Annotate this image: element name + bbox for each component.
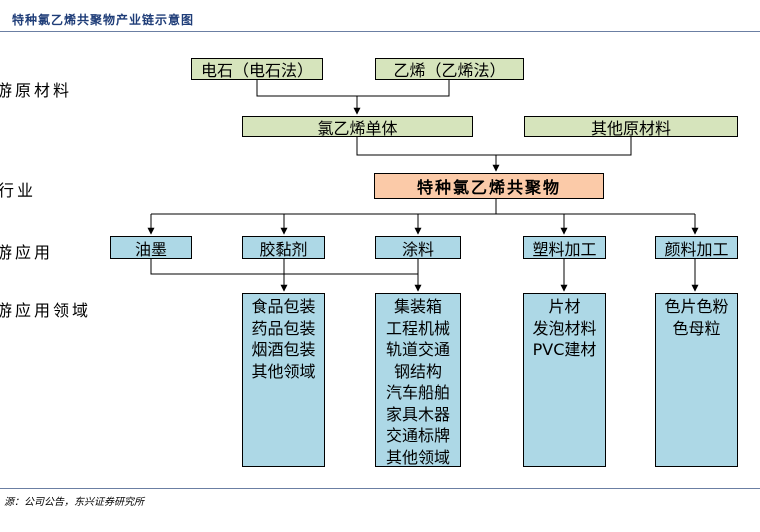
bottom-rule: [0, 488, 760, 489]
app-node-adhesive: 胶黏剂: [242, 236, 325, 259]
raw-node-other-materials: 其他原材料: [524, 116, 738, 138]
row-label-application: 游应用: [0, 243, 54, 262]
field-node-coating: 集装箱 工程机械 轨道交通 钢结构 汽车船舶 家具木器 交通标牌 其他领域: [375, 293, 461, 467]
raw-node-ethylene: 乙烯（乙烯法）: [375, 58, 524, 80]
row-label-raw: 游原材料: [0, 81, 73, 100]
field-item: 家具木器: [385, 404, 450, 424]
field-node-plastic: 片材 发泡材料 PVC建材: [523, 293, 606, 467]
field-item: 汽车船舶: [385, 383, 450, 402]
field-item: 发泡材料: [532, 318, 597, 338]
field-item: 烟酒包装: [251, 340, 316, 359]
field-item: 其他领域: [251, 361, 316, 381]
field-item: 集装箱: [393, 297, 442, 316]
raw-node-vinyl-chloride-monomer: 氯乙烯单体: [242, 116, 473, 138]
field-item: 交通标牌: [385, 426, 450, 445]
field-item: 药品包装: [251, 318, 316, 338]
field-item: 色片色粉: [664, 297, 729, 316]
field-item: 片材: [548, 297, 581, 316]
diagram-title: 特种氯乙烯共聚物产业链示意图: [12, 13, 195, 27]
product-node: 特种氯乙烯共聚物: [374, 173, 604, 199]
field-node-pigment: 色片色粉 色母粒: [655, 293, 738, 467]
top-rule: [0, 31, 760, 32]
field-item: 色母粒: [672, 318, 721, 338]
app-node-plastic-processing: 塑料加工: [523, 236, 606, 259]
source-note: 源：公司公告，东兴证券研究所: [4, 497, 144, 508]
raw-node-calcium-carbide: 电石（电石法）: [191, 58, 323, 80]
field-node-adhesive: 食品包装 药品包装 烟酒包装 其他领域: [242, 293, 325, 467]
app-node-ink: 油墨: [110, 236, 192, 259]
row-label-industry: 行业: [0, 181, 37, 200]
row-label-fields: 游应用领域: [0, 301, 92, 320]
app-node-coating: 涂料: [375, 236, 461, 259]
app-node-pigment-processing: 颜料加工: [655, 236, 738, 259]
field-item: 食品包装: [251, 297, 316, 316]
field-item: 其他领域: [385, 447, 450, 467]
field-item: 工程机械: [385, 318, 450, 338]
field-item: PVC建材: [532, 340, 597, 359]
field-item: 钢结构: [393, 361, 442, 381]
field-item: 轨道交通: [385, 340, 450, 359]
